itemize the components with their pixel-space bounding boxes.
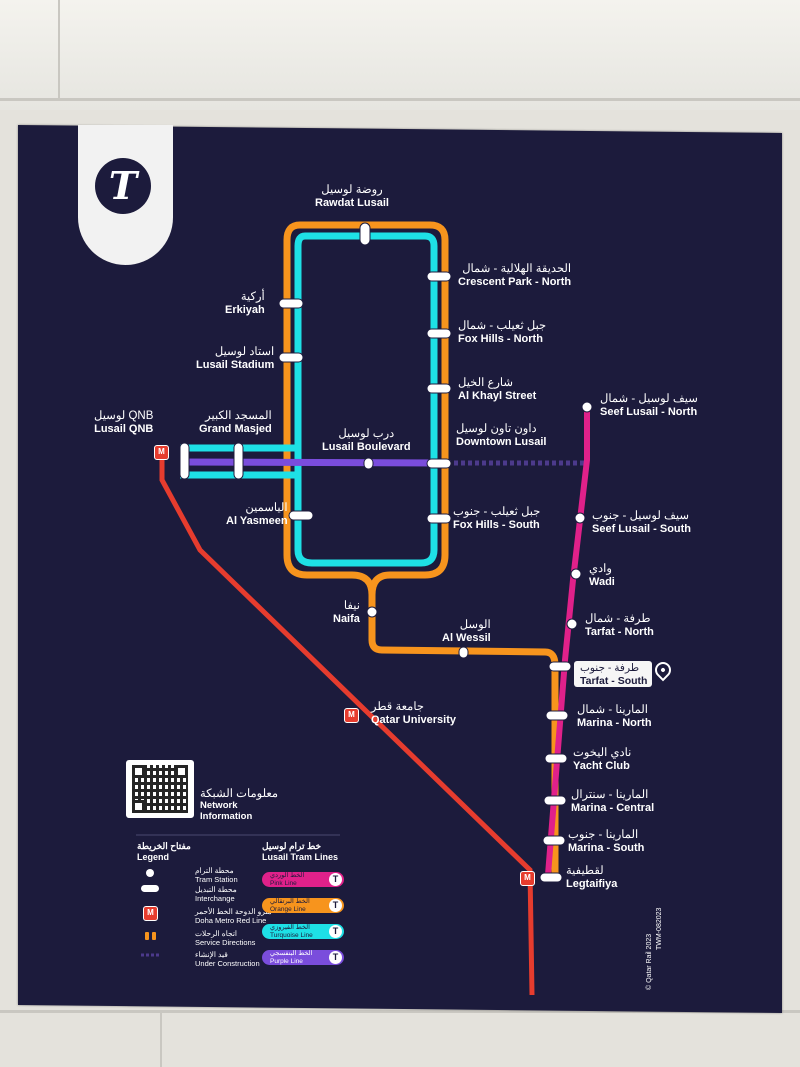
tram-icon: T (329, 873, 342, 886)
lusail-tram-logo: T (95, 158, 151, 214)
station-grand-masjed-2 (233, 442, 244, 480)
legend-direction-symbol (145, 932, 149, 940)
station-seef-south (574, 512, 586, 524)
tile-grout (0, 1010, 800, 1013)
poster-code: TWM-082023 (656, 907, 663, 950)
tram-icon: T (329, 899, 342, 912)
station-marina-south (542, 835, 566, 846)
station-yacht-club (544, 753, 568, 764)
station-marina-central (543, 795, 567, 806)
pink-line (545, 405, 590, 876)
station-naifa (366, 606, 378, 618)
station-tarfat-north (566, 618, 578, 630)
metro-icon: M (344, 708, 359, 723)
legend-station-symbol (146, 869, 154, 877)
station-downtown-lusail (426, 458, 452, 469)
station-erkiyah (278, 298, 304, 309)
station-al-wessil (458, 646, 469, 659)
legend-metro-icon: M (143, 906, 158, 921)
station-legtaifiya (539, 872, 563, 883)
metro-icon: M (154, 445, 169, 460)
station-crescent-park (426, 271, 452, 282)
tram-lines-title: خط ترام لوسيل Lusail Tram Lines (262, 841, 339, 862)
orange-line (300, 221, 559, 875)
station-lusail-stadium (278, 352, 304, 363)
station-fox-hills-north (426, 328, 452, 339)
tile-grout (0, 98, 800, 101)
station-al-yasmeen (288, 510, 314, 521)
turquoise-line (294, 232, 438, 567)
station-al-khayl (426, 383, 452, 394)
tile-grout (160, 1012, 162, 1067)
station-grand-masjed-1 (179, 442, 190, 480)
metro-icon: M (520, 871, 535, 886)
station-rawdat-lusail (359, 222, 371, 246)
tram-icon: T (329, 925, 342, 938)
station-wadi (570, 568, 582, 580)
copyright: © Qatar Rail 2023 (646, 933, 653, 990)
wall-background (0, 0, 800, 110)
tram-icon: T (329, 951, 342, 964)
legend-interchange-symbol (141, 885, 159, 892)
purple-line (179, 458, 441, 467)
red-line (159, 455, 535, 996)
station-tarfat-south (548, 661, 572, 672)
qr-code[interactable] (126, 760, 194, 818)
station-lusail-boulevard (363, 457, 374, 470)
station-marina-north (545, 710, 569, 721)
tile-grout (58, 0, 60, 100)
network-information-label: معلومات الشبكة Network Information (200, 788, 279, 822)
station-fox-hills-south (426, 513, 452, 524)
orange-line-west (283, 221, 376, 596)
legend-title: مفتاح الخريطة Legend (137, 841, 191, 862)
station-seef-north (581, 401, 593, 413)
